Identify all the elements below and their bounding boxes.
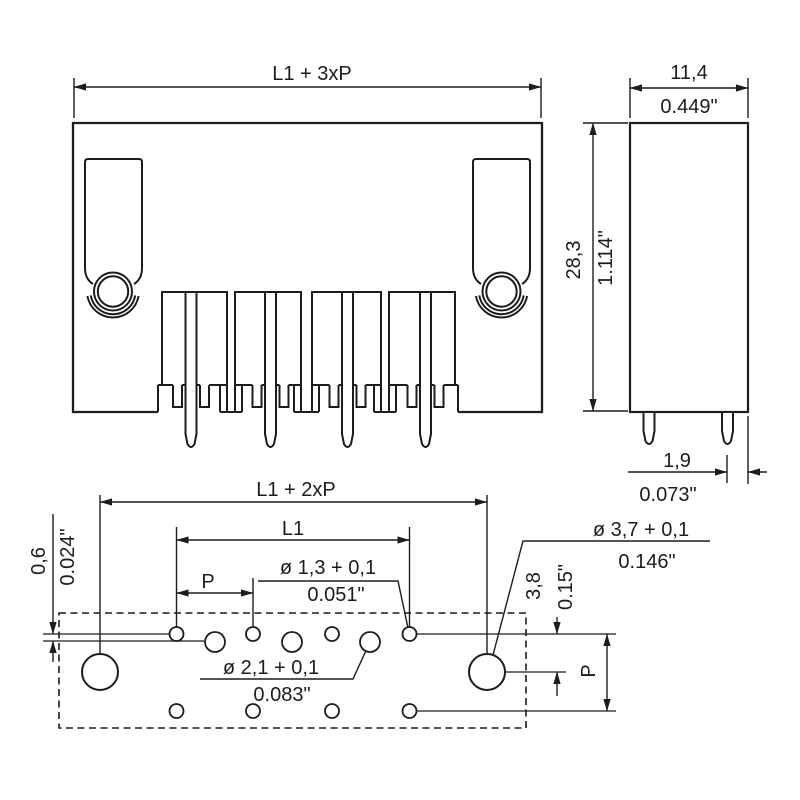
front-right-flange bbox=[472, 158, 531, 319]
front-width-dimension: L1 + 3xP bbox=[73, 63, 542, 118]
terminal-tab bbox=[251, 385, 263, 408]
small-hole bbox=[324, 703, 340, 719]
terminal-block-4 bbox=[388, 291, 456, 448]
terminal-tab bbox=[328, 385, 340, 408]
pin-3 bbox=[341, 293, 354, 448]
medium-hole bbox=[281, 631, 303, 653]
front-left-collar-arc bbox=[86, 295, 140, 319]
terminal-tab bbox=[406, 385, 418, 408]
plan-row-pitch-label: P bbox=[578, 664, 600, 677]
small-hole bbox=[245, 626, 261, 642]
medium-hole bbox=[204, 631, 226, 653]
terminal-block-1 bbox=[161, 291, 228, 448]
side-height-dimension: 28,3 1.114" bbox=[563, 122, 628, 412]
side-height-mm-label: 28,3 bbox=[563, 241, 585, 280]
side-pin-edge-inch-label: 0.073" bbox=[639, 484, 696, 506]
terminal-tab bbox=[433, 385, 445, 408]
plan-row-offset-dimension: 0,6 0.024" bbox=[28, 514, 204, 662]
plan-large-hole-callout: ø 3,7 + 0,1 0.146" bbox=[492, 519, 710, 656]
plan-row-offset-mm-label: 0,6 bbox=[28, 547, 50, 575]
pcb-outline-dashed bbox=[58, 612, 527, 729]
small-hole bbox=[168, 626, 185, 642]
plan-small-hole-mm-label: ø 1,3 + 0,1 bbox=[280, 557, 376, 579]
plan-total-span-dimension: L1 + 2xP bbox=[99, 479, 488, 506]
front-body-outline bbox=[71, 121, 544, 414]
side-pin-edge-mm-label: 1,9 bbox=[663, 450, 691, 472]
large-hole bbox=[468, 653, 506, 691]
terminal-tab bbox=[199, 385, 210, 408]
front-right-screw-hole-outer bbox=[481, 271, 522, 312]
plan-large-hole-mm-label: ø 3,7 + 0,1 bbox=[593, 519, 689, 541]
terminal-block-2 bbox=[234, 291, 302, 448]
small-hole bbox=[245, 703, 261, 719]
side-height-inch-label: 1.114" bbox=[595, 230, 617, 286]
side-body-outline bbox=[628, 121, 750, 414]
drill-plan: L1 + 2xP L1 P ø 1,3 + 0,1 0.051" ø 2,1 +… bbox=[28, 479, 710, 729]
pin-4 bbox=[419, 293, 432, 448]
terminal-block-3 bbox=[311, 291, 382, 448]
side-pin-right bbox=[721, 413, 734, 445]
plan-medium-hole-mm-label: ø 2,1 + 0,1 bbox=[223, 657, 319, 679]
side-width-dimension: 11,4 0.449" bbox=[629, 62, 749, 118]
side-pin-left bbox=[642, 413, 656, 445]
front-right-collar-arc bbox=[474, 295, 529, 319]
plan-small-hole-inch-label: 0.051" bbox=[307, 584, 364, 606]
pin-1 bbox=[184, 293, 198, 448]
plan-pitch-dimension: P bbox=[176, 571, 254, 597]
side-width-inch-label: 0.449" bbox=[660, 96, 717, 118]
large-hole bbox=[81, 653, 119, 691]
front-left-screw-hole-outer bbox=[93, 271, 133, 312]
plan-inner-span-label: L1 bbox=[282, 518, 304, 540]
side-width-mm-label: 11,4 bbox=[670, 62, 707, 84]
small-hole bbox=[324, 626, 340, 642]
front-right-screw-hole-inner bbox=[485, 275, 518, 308]
terminal-tab bbox=[355, 385, 367, 408]
pin-2 bbox=[264, 293, 277, 448]
side-view: 11,4 0.449" 28,3 1.114" 1,9 0.073" bbox=[563, 62, 767, 506]
plan-small-hole-callout: ø 1,3 + 0,1 0.051" bbox=[258, 557, 409, 629]
medium-hole bbox=[359, 631, 381, 653]
plan-medium-hole-callout: ø 2,1 + 0,1 0.083" bbox=[200, 650, 367, 706]
plan-large-hole-inch-label: 0.146" bbox=[618, 551, 675, 573]
small-hole bbox=[401, 703, 418, 719]
front-left-flange bbox=[84, 158, 143, 319]
plan-total-span-label: L1 + 2xP bbox=[256, 479, 336, 501]
drill-holes bbox=[81, 626, 506, 719]
small-hole bbox=[168, 703, 185, 719]
plan-pitch-label: P bbox=[201, 571, 214, 593]
plan-row-offset-inch-label: 0.024" bbox=[57, 528, 79, 585]
front-width-label: L1 + 3xP bbox=[272, 63, 352, 85]
small-hole bbox=[401, 626, 418, 642]
front-view: L1 + 3xP bbox=[71, 63, 544, 448]
front-left-screw-hole-inner bbox=[96, 275, 130, 308]
plan-large-hole-drop-inch-label: 0.15" bbox=[555, 564, 577, 610]
plan-medium-hole-inch-label: 0.083" bbox=[253, 684, 310, 706]
terminal-tab bbox=[278, 385, 290, 408]
plan-large-hole-drop-mm-label: 3,8 bbox=[523, 572, 545, 600]
side-pin-edge-dimension: 1,9 0.073" bbox=[628, 416, 767, 506]
plan-inner-span-dimension: L1 bbox=[176, 518, 410, 544]
front-bottom-steps bbox=[157, 384, 459, 413]
plan-row-pitch-dimension: P bbox=[578, 633, 611, 712]
terminal-tab bbox=[172, 385, 183, 408]
plan-large-hole-drop-dimension: 3,8 0.15" bbox=[523, 564, 577, 696]
